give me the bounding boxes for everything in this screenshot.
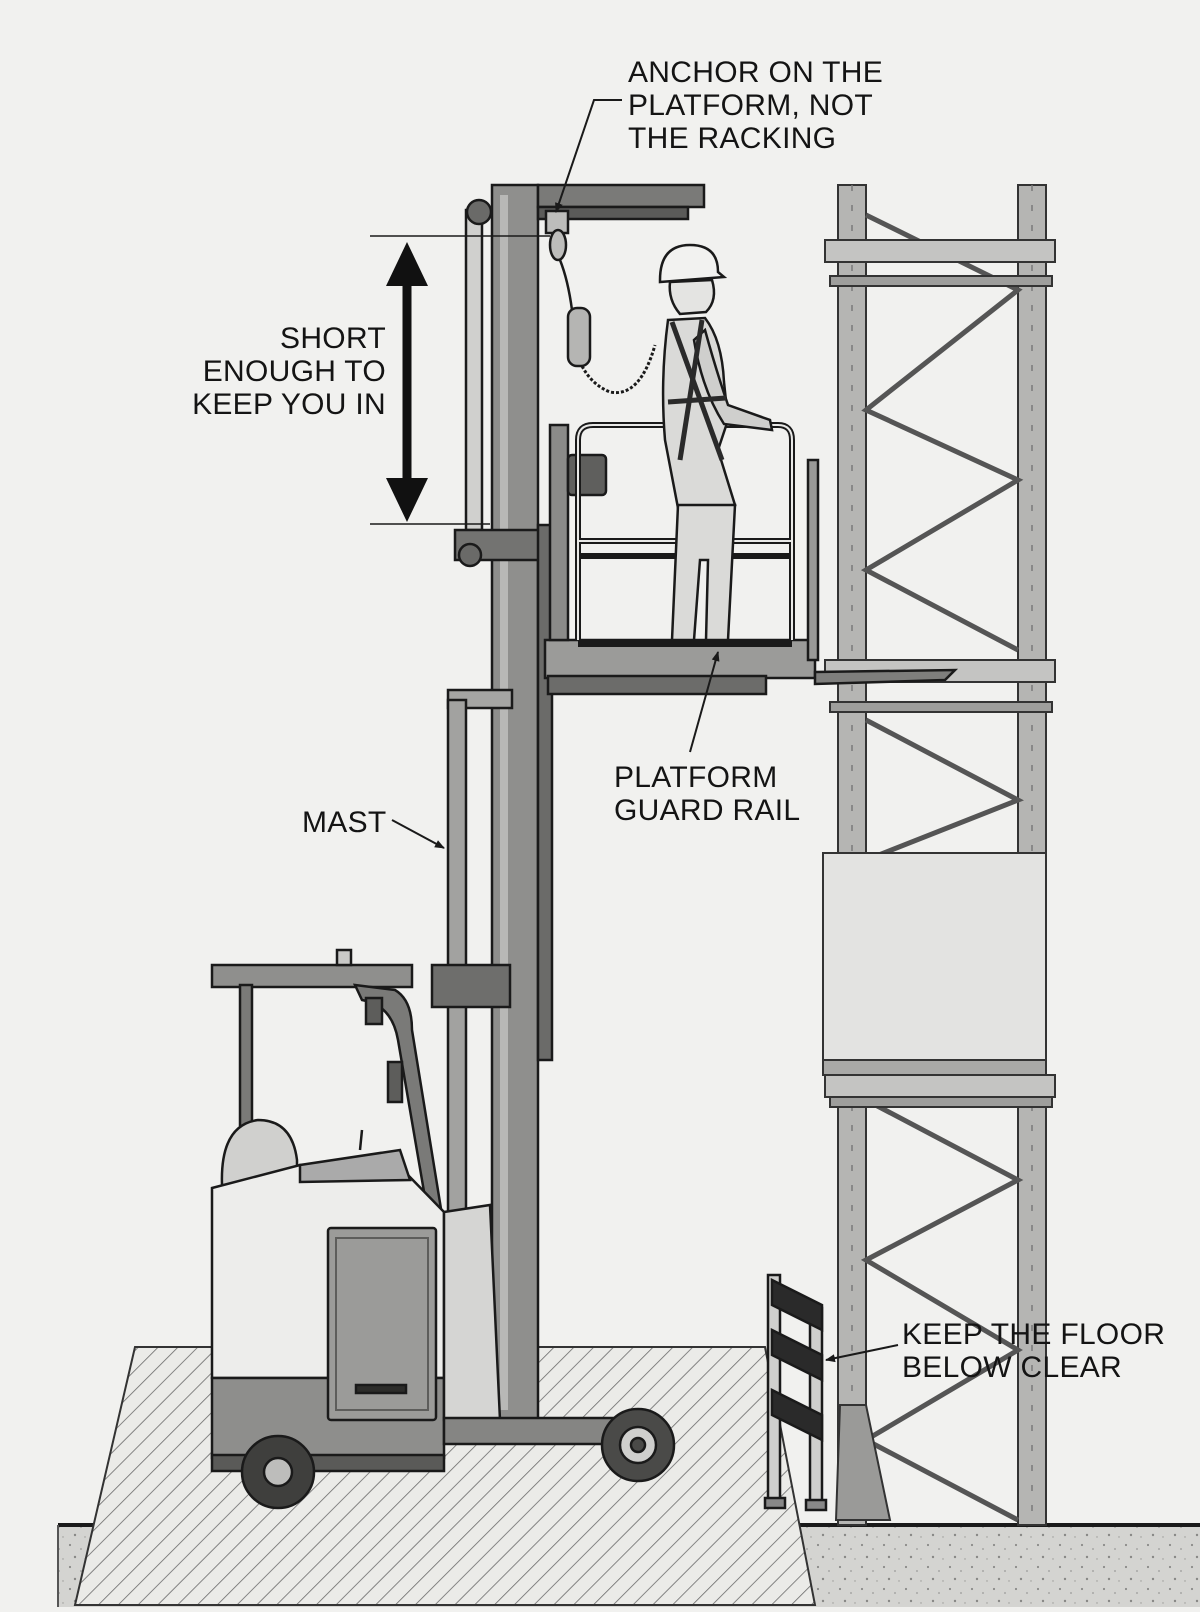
guard-rail-callout: PLATFORM GUARD RAIL	[614, 761, 800, 827]
forklift-body	[210, 948, 676, 1510]
floor-leader-line	[825, 1344, 899, 1363]
guard-rail-callout-line-2: GUARD RAIL	[614, 794, 801, 827]
mast-callout-line-1: MAST	[302, 806, 387, 839]
lanyard-callout-line-1: SHORT	[280, 322, 386, 355]
floor-callout: KEEP THE FLOOR BELOW CLEAR	[902, 1318, 1165, 1384]
guard-rail-leader-line	[689, 651, 720, 753]
worker-figure	[658, 243, 774, 642]
lanyard-length-callout: SHORT ENOUGH TO KEEP YOU IN	[180, 322, 386, 421]
floor-barrier	[763, 1273, 828, 1512]
floor-callout-line-1: KEEP THE FLOOR	[902, 1318, 1166, 1351]
anchor-callout-line-2: PLATFORM, NOT	[628, 89, 874, 122]
lanyard	[548, 228, 657, 395]
mast-callout: MAST	[302, 806, 387, 839]
anchor-callout-line-3: THE RACKING	[628, 122, 837, 155]
pallet-racking	[822, 184, 1056, 1526]
forklift-mast	[430, 183, 706, 1422]
lanyard-callout-line-2: ENOUGH TO	[202, 355, 386, 388]
guard-rail-callout-line-1: PLATFORM	[614, 761, 778, 794]
work-platform	[543, 422, 959, 696]
anchor-leader-line	[555, 99, 622, 213]
lanyard-length-dimension	[370, 235, 550, 525]
floor-callout-line-2: BELOW CLEAR	[902, 1351, 1123, 1384]
lanyard-callout-line-3: KEEP YOU IN	[192, 388, 386, 421]
anchor-callout-line-1: ANCHOR ON THE	[628, 56, 884, 89]
anchor-callout: ANCHOR ON THE PLATFORM, NOT THE RACKING	[628, 56, 883, 155]
mast-leader-line	[391, 819, 445, 849]
